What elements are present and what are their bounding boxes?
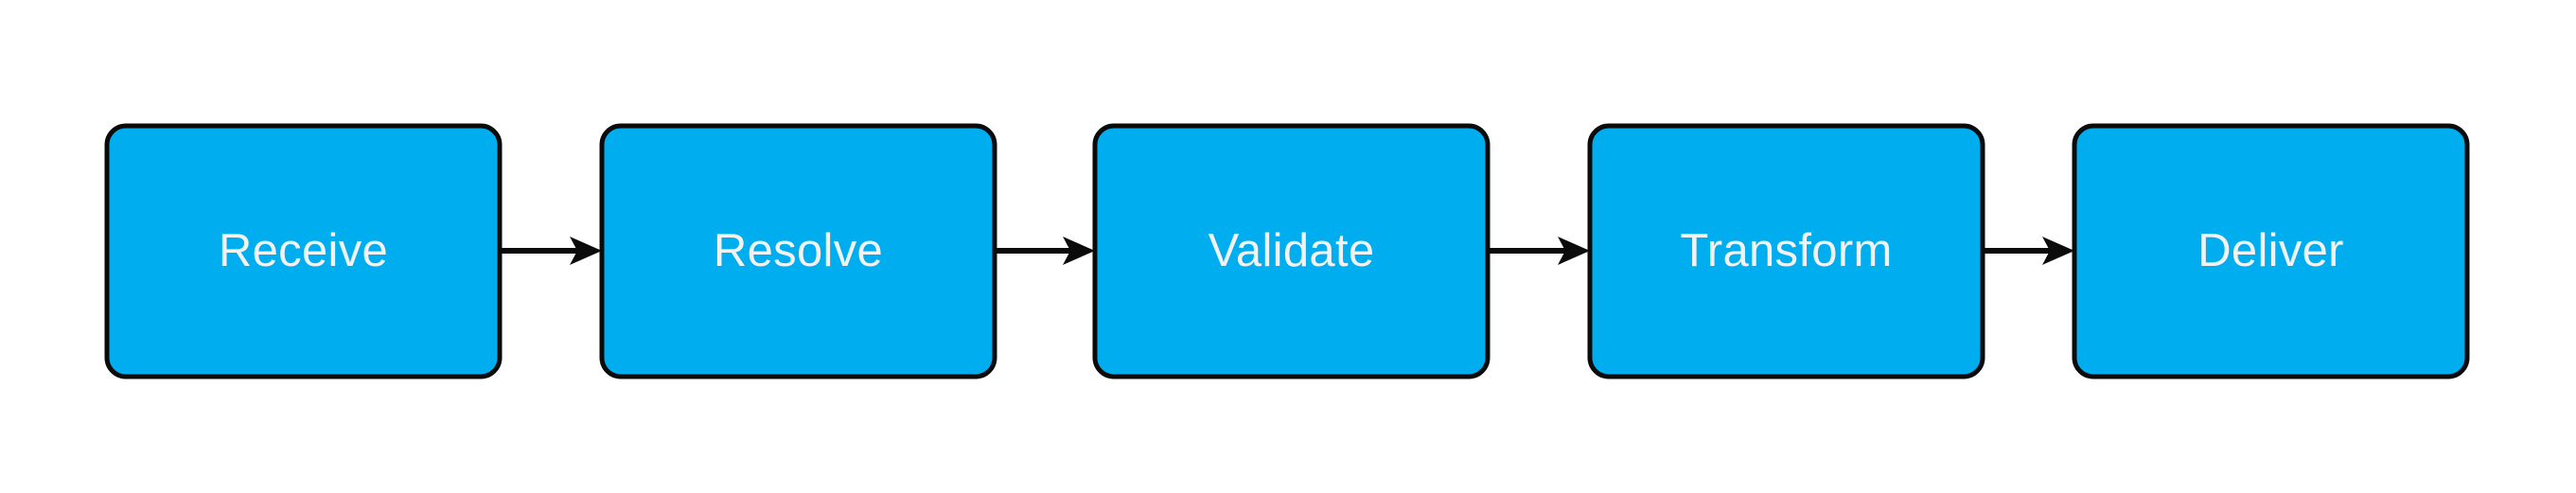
- edge-transform-to-deliver: [1983, 237, 2074, 265]
- node-label: Resolve: [714, 225, 883, 276]
- node-validate[interactable]: Validate: [1092, 123, 1491, 379]
- edge-validate-to-transform: [1488, 237, 1590, 265]
- arrowhead-icon: [1063, 237, 1095, 265]
- node-shape[interactable]: [1092, 123, 1491, 379]
- node-deliver[interactable]: Deliver: [2072, 123, 2470, 379]
- node-resolve[interactable]: Resolve: [599, 123, 997, 379]
- node-label: Deliver: [2197, 225, 2344, 276]
- node-label: Validate: [1209, 225, 1375, 276]
- edge-receive-to-resolve: [500, 237, 602, 265]
- node-shape[interactable]: [2072, 123, 2470, 379]
- node-transform[interactable]: Transform: [1587, 123, 1985, 379]
- arrowhead-icon: [1558, 237, 1590, 265]
- arrowhead-icon: [570, 237, 602, 265]
- node-shape[interactable]: [1587, 123, 1985, 379]
- node-label: Receive: [219, 225, 388, 276]
- arrowhead-icon: [2042, 237, 2074, 265]
- node-receive[interactable]: Receive: [104, 123, 503, 379]
- node-shape[interactable]: [104, 123, 503, 379]
- node-shape[interactable]: [599, 123, 997, 379]
- node-label: Transform: [1680, 225, 1892, 276]
- edge-resolve-to-validate: [995, 237, 1095, 265]
